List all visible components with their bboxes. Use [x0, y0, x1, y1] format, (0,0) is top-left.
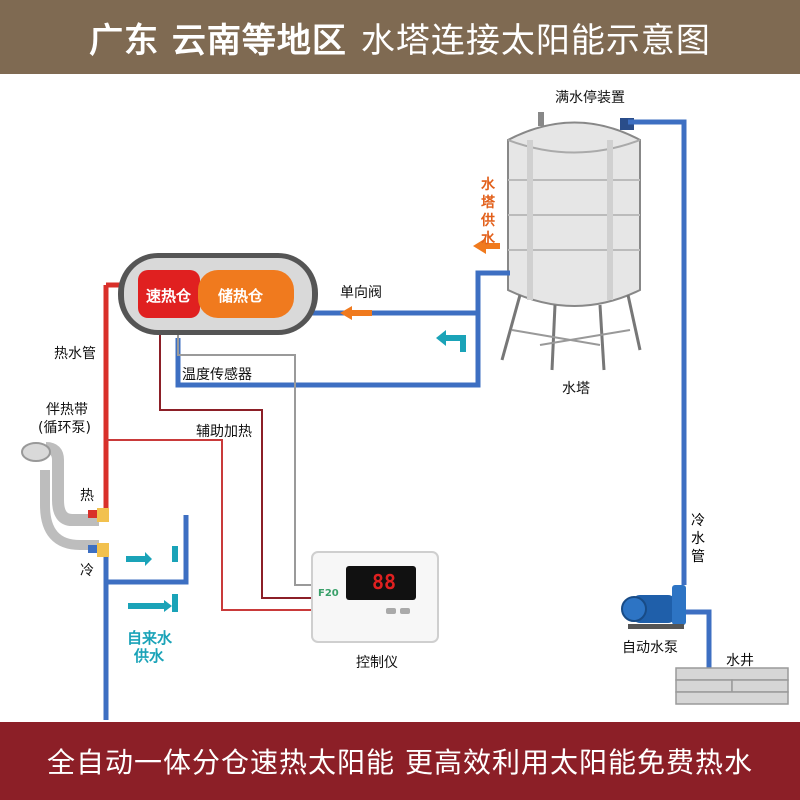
- well: [675, 667, 789, 705]
- hot-indicator: [88, 510, 97, 518]
- tap-water-label-1: 自来水: [127, 629, 173, 647]
- hot-water-pipe-label: 热水管: [54, 346, 96, 362]
- storage-label: 储热仓: [218, 287, 264, 305]
- tower-supply-label: 水塔供水: [481, 177, 495, 247]
- tap-water-label-2: 供水: [134, 647, 165, 665]
- slogan-banner: 全自动一体分仓速热太阳能 更高效利用太阳能免费热水: [0, 722, 800, 800]
- cold-water-pipe-label: 冷水管: [691, 513, 705, 565]
- water-heater: [118, 253, 318, 335]
- controller-device: [311, 551, 439, 643]
- full-water-stop-label: 满水停装置: [555, 90, 625, 106]
- title-rest: 水塔连接太阳能示意图: [360, 20, 711, 61]
- aux-heating-label: 辅助加热: [196, 424, 252, 440]
- hot-label: 热: [80, 488, 94, 504]
- cold-valve: [97, 543, 109, 557]
- temp-sensor-label: 温度传感器: [182, 367, 252, 383]
- system-diagram: [21, 112, 789, 720]
- check-valve-arrow: [340, 306, 372, 320]
- cold-label: 冷: [80, 563, 94, 579]
- check-valve-label: 单向阀: [340, 285, 382, 301]
- flow-arrows-teal: [126, 330, 466, 612]
- well-label: 水井: [726, 653, 754, 669]
- water-tower: [500, 112, 642, 371]
- controller-display: 88: [372, 570, 397, 594]
- heat-band: [21, 442, 99, 550]
- cold-indicator: [88, 545, 97, 553]
- tower-supply-arrow: [473, 238, 500, 254]
- sensor-wires: [106, 332, 316, 611]
- auto-pump: [621, 585, 686, 629]
- title-bold: 广东 云南等地区: [89, 20, 347, 61]
- controller-label: 控制仪: [356, 655, 398, 671]
- fast-heat-compartment: [138, 270, 200, 318]
- fast-heat-label: 速热仓: [146, 287, 192, 305]
- hot-water-pipes: [103, 282, 120, 510]
- cold-water-pipes: [97, 119, 712, 720]
- heat-band-label: 伴热带: [46, 402, 88, 418]
- slogan-text: 全自动一体分仓速热太阳能 更高效利用太阳能免费热水: [47, 746, 753, 779]
- title-banner: 广东 云南等地区 水塔连接太阳能示意图: [0, 0, 800, 74]
- auto-pump-label: 自动水泵: [622, 640, 678, 656]
- circulation-pump-label: (循环泵): [38, 420, 91, 436]
- controller-model: F20: [318, 588, 339, 599]
- water-tower-label: 水塔: [562, 381, 590, 397]
- storage-compartment: [198, 270, 294, 318]
- hot-valve: [97, 508, 109, 522]
